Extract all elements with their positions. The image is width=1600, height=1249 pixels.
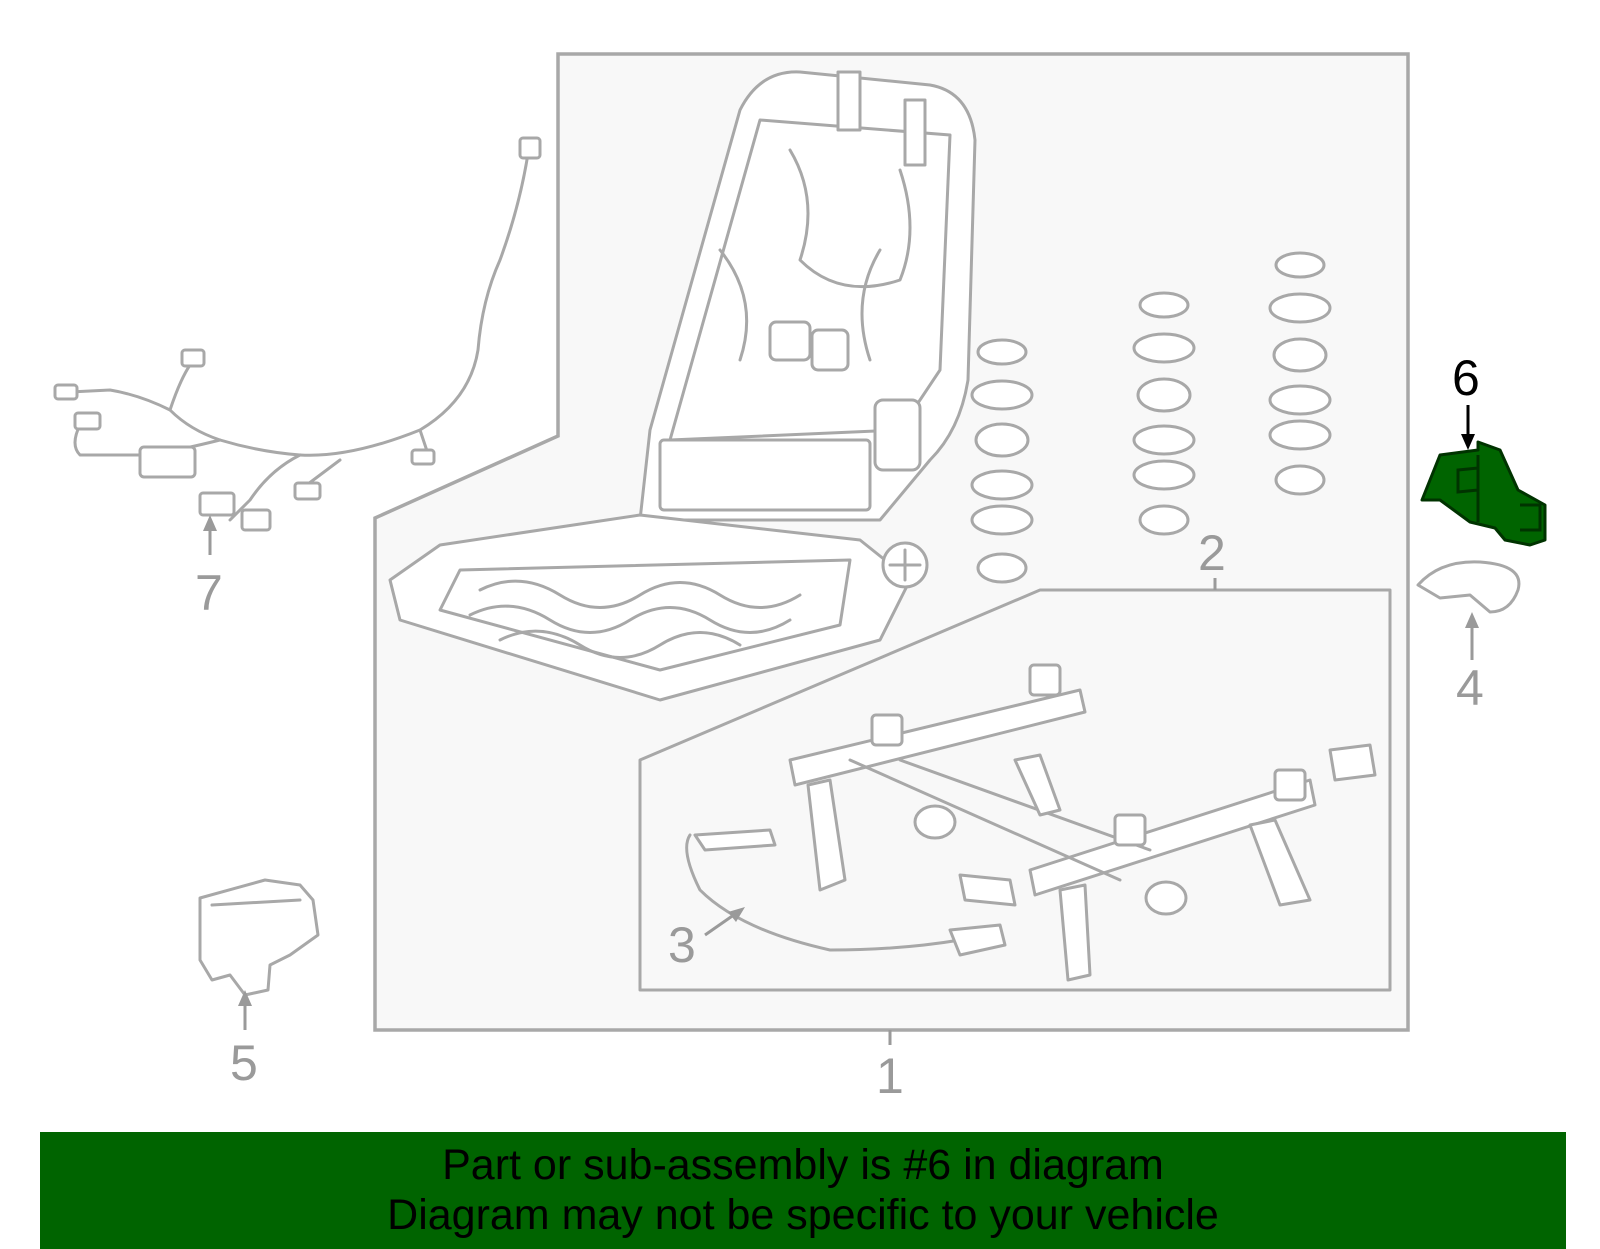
part-6-highlighted — [1420, 440, 1547, 547]
callout-3: 3 — [668, 917, 696, 973]
part-5-cover — [198, 878, 320, 997]
banner-line-2: Diagram may not be specific to your vehi… — [387, 1191, 1219, 1239]
seat-frame-drawing — [388, 70, 977, 702]
seat-track-drawing — [788, 663, 1377, 982]
hardware-stack-2 — [1132, 291, 1196, 536]
callout-1: 1 — [876, 1048, 904, 1104]
callout-7: 7 — [195, 565, 223, 621]
callout-leaders — [203, 405, 1479, 1045]
part-4-cap — [1416, 560, 1521, 614]
part-7-wire-harness — [53, 136, 542, 532]
callout-2: 2 — [1198, 525, 1226, 581]
hardware-stack-1 — [970, 338, 1034, 584]
callout-5: 5 — [230, 1035, 258, 1091]
callout-4: 4 — [1456, 660, 1484, 716]
info-banner: Part or sub-assembly is #6 in diagram Di… — [40, 1132, 1566, 1249]
hardware-stack-3 — [1268, 251, 1332, 496]
banner-line-1: Part or sub-assembly is #6 in diagram — [442, 1141, 1164, 1189]
assembly-frame-2 — [638, 588, 1392, 992]
callout-6: 6 — [1452, 350, 1480, 406]
